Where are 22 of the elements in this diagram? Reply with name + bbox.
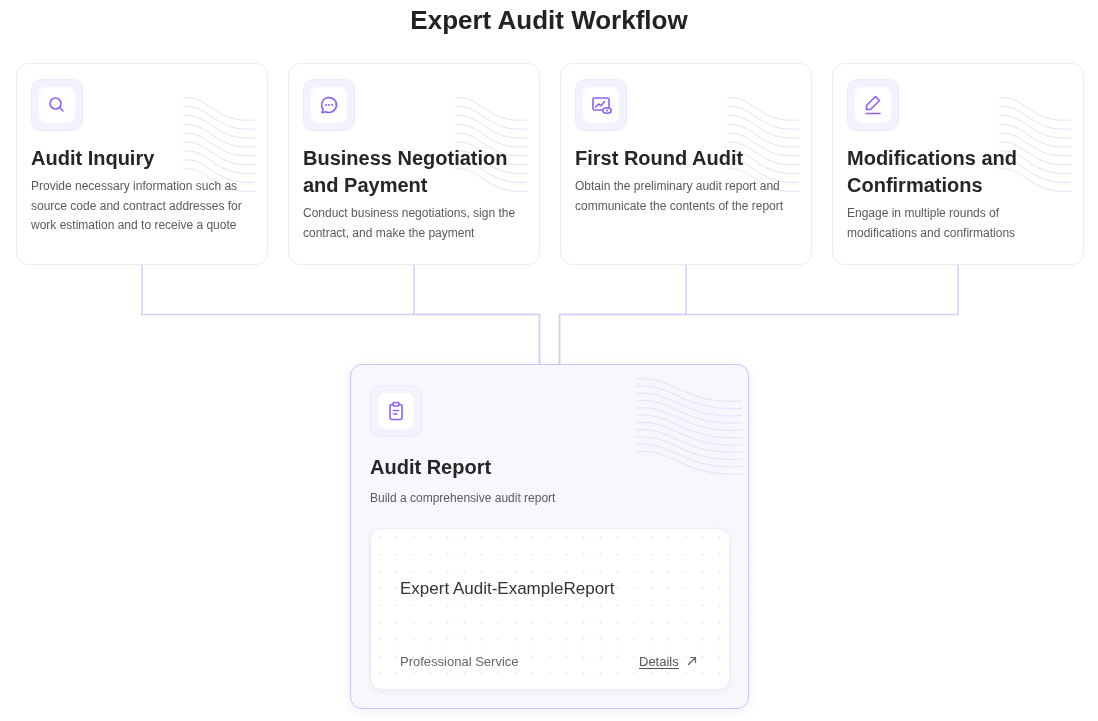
step-card [832, 63, 1084, 265]
step-card [560, 63, 812, 265]
card-description: Provide necessary information such as source code and contract addresses for work estimation and to receive a quote [31, 178, 243, 234]
card-description: Conduct business negotiations, sign the contract, and make the payment [303, 205, 517, 242]
connector-line [558, 264, 959, 365]
card-description: Build a comprehensive audit report [370, 490, 557, 507]
card-description: Engage in multiple rounds of modifications and confirmations [847, 205, 1017, 242]
card-title: Audit Report [370, 455, 493, 480]
service-label: Professional Service [400, 653, 519, 671]
diagram-title: Expert Audit Workflow [409, 4, 689, 36]
card-title: Business Negotiation and Payment [303, 146, 509, 198]
step-card [288, 63, 540, 265]
card-title: Modifications and Confirmations [847, 146, 1018, 198]
card-description: Obtain the preliminary audit report and communicate the contents of the report [575, 178, 785, 215]
connector-line [413, 264, 541, 365]
card-title: First Round Audit [575, 146, 745, 171]
step-card [16, 63, 268, 265]
report-title: Expert Audit-ExampleReport [400, 578, 615, 600]
card-title: Audit Inquiry [31, 146, 156, 171]
report-card [370, 528, 730, 690]
details-link: Details [639, 653, 697, 671]
result-card [350, 364, 749, 709]
